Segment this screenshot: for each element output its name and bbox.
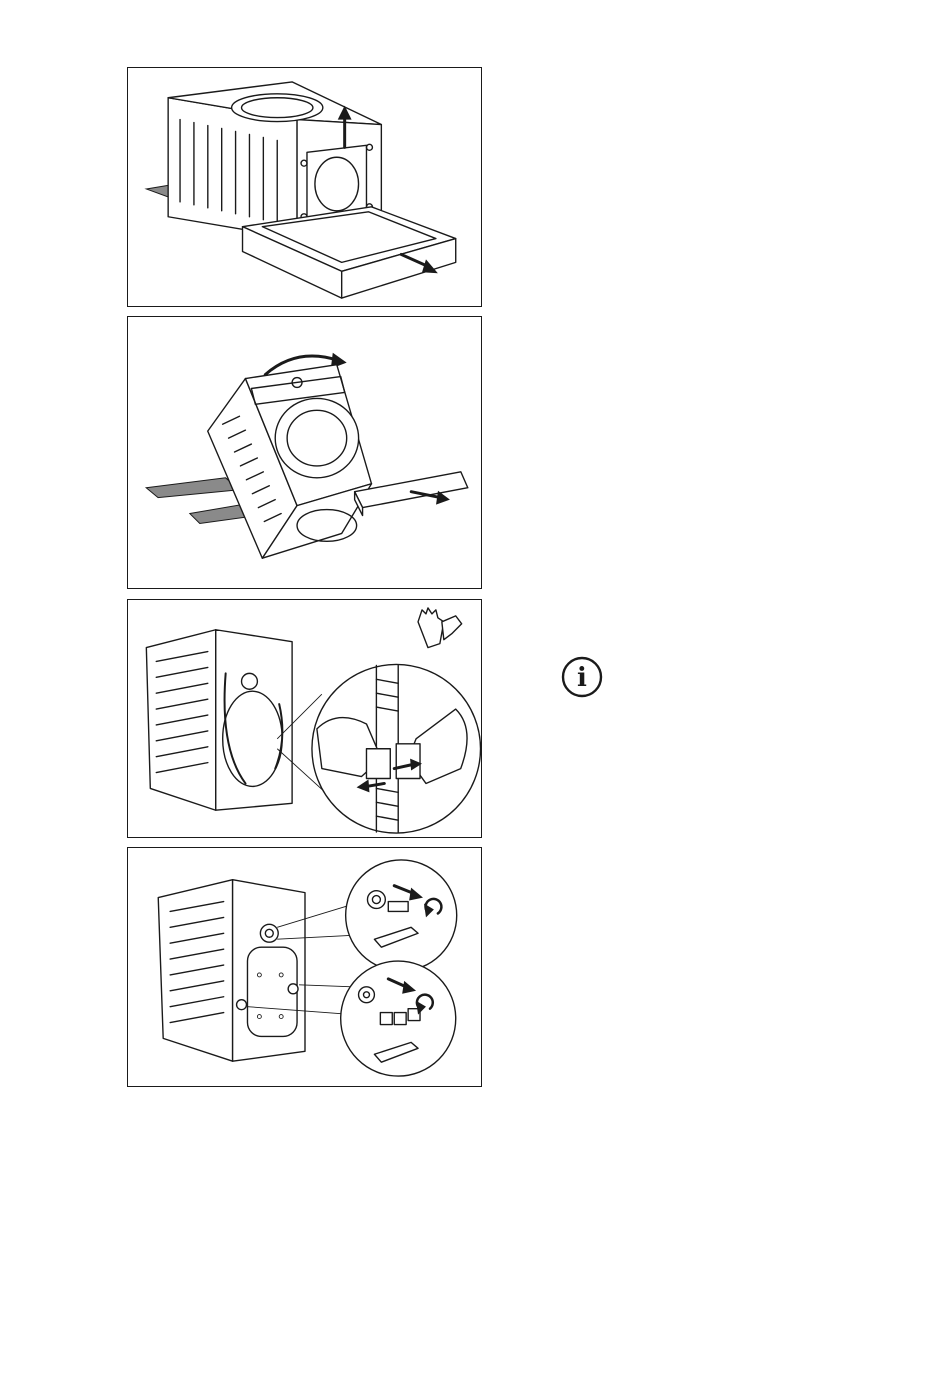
info-icon: i: [560, 655, 604, 699]
figure-remove-lateral-support: [127, 316, 482, 589]
figure-release-hose-clamp: [127, 599, 482, 838]
figure-remove-base-panel: [127, 67, 482, 307]
figure-remove-transit-bolts: [127, 847, 482, 1087]
transit-bolts-spanner-illustration: [128, 848, 481, 1086]
gloves-icon: [418, 608, 462, 648]
washing-machine-lift-off-base-illustration: [128, 68, 481, 306]
hose-clip-release-illustration: [128, 600, 481, 837]
info-glyph: i: [577, 663, 587, 693]
washing-machine-tilted-illustration: [128, 317, 481, 588]
